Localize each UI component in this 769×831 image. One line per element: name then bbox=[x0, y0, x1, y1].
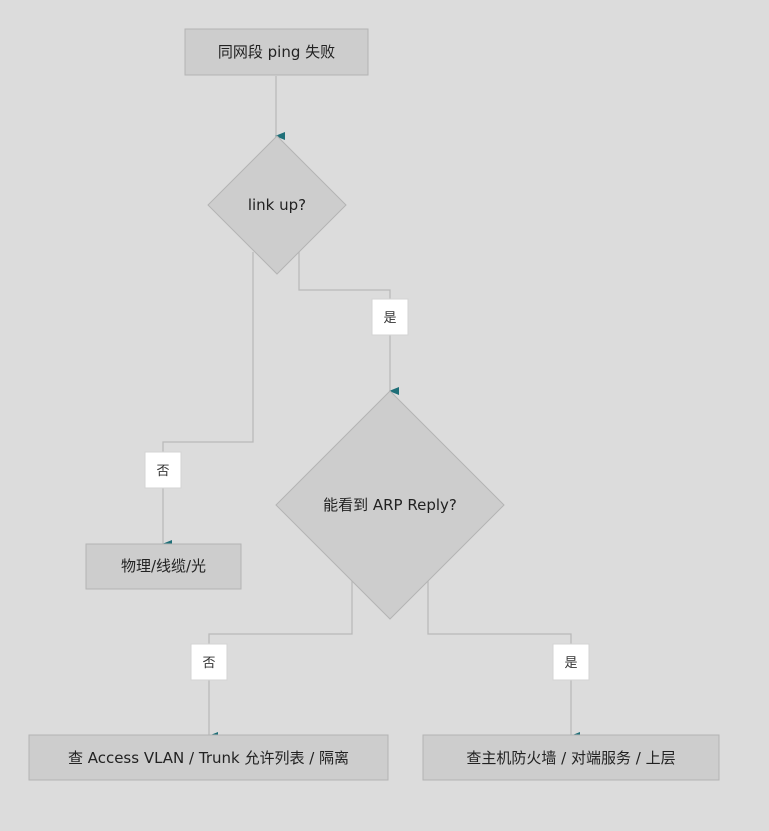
node-check-vlan: 查 Access VLAN / Trunk 允许列表 / 隔离 bbox=[28, 734, 389, 781]
edge-label-arp-yes: 是 bbox=[552, 643, 590, 681]
edge-label-link-yes: 是 bbox=[371, 298, 409, 336]
node-link-up-label: link up? bbox=[248, 196, 306, 214]
node-arp-reply-label: 能看到 ARP Reply? bbox=[323, 496, 457, 514]
edges bbox=[162, 76, 580, 740]
node-link-up: link up? bbox=[207, 135, 347, 275]
node-check-vlan-label: 查 Access VLAN / Trunk 允许列表 / 隔离 bbox=[68, 749, 349, 767]
edge-label-link-no: 否 bbox=[144, 451, 182, 489]
node-check-host: 查主机防火墙 / 对端服务 / 上层 bbox=[422, 734, 720, 781]
node-arp-reply: 能看到 ARP Reply? bbox=[275, 390, 505, 620]
edge-arp-no-to-check-vlan bbox=[208, 580, 353, 740]
node-start-label: 同网段 ping 失败 bbox=[218, 43, 335, 61]
node-start: 同网段 ping 失败 bbox=[184, 28, 369, 76]
node-physical-label: 物理/线缆/光 bbox=[121, 557, 206, 575]
node-physical: 物理/线缆/光 bbox=[85, 543, 242, 590]
edge-label-link-no-text: 否 bbox=[156, 464, 169, 479]
edge-link-up-no-to-physical bbox=[162, 252, 254, 548]
edge-link-up-yes-to-arp bbox=[298, 252, 399, 395]
node-check-host-label: 查主机防火墙 / 对端服务 / 上层 bbox=[466, 749, 675, 767]
edge-label-arp-no-text: 否 bbox=[202, 656, 215, 671]
edge-label-link-yes-text: 是 bbox=[383, 311, 396, 326]
edge-label-arp-yes-text: 是 bbox=[564, 656, 577, 671]
edge-arp-yes-to-check-host bbox=[427, 580, 580, 740]
edge-label-arp-no: 否 bbox=[190, 643, 228, 681]
